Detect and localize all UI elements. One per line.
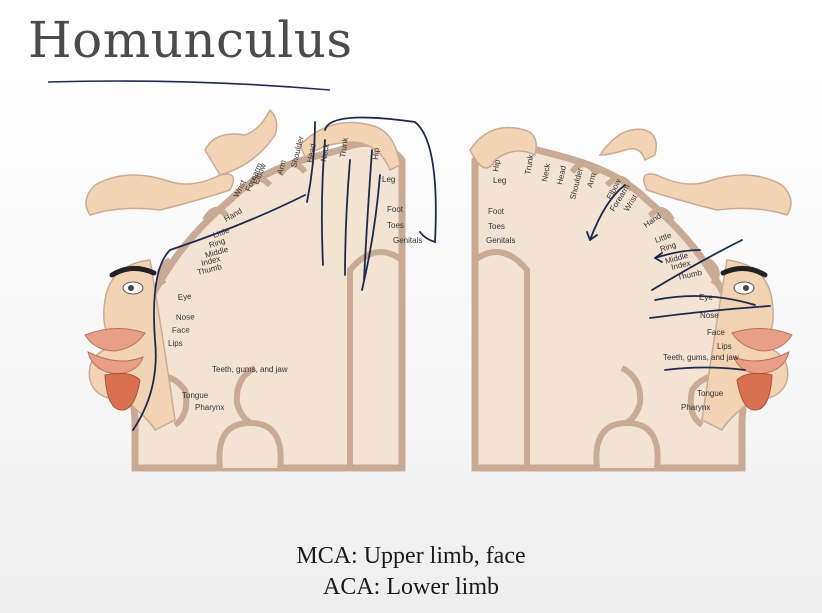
ink-right-line-3 — [664, 366, 746, 371]
ink-left-territory-loop — [324, 116, 437, 244]
left-lower-lobe — [216, 419, 284, 469]
right-label-face: Face — [707, 328, 725, 337]
right-lower-lobe — [593, 419, 661, 469]
left-hemisphere: Hip Trunk Neck Head Shoulder Arm Elbow F… — [84, 108, 422, 472]
right-label-teeth: Teeth, gums, and jaw — [663, 353, 739, 362]
right-label-arm: Arm — [585, 172, 598, 189]
ink-left-vertical-4 — [363, 149, 373, 281]
right-label-eye: Eye — [699, 293, 713, 302]
right-label-genitals: Genitals — [486, 236, 515, 245]
slide-title: Homunculus — [28, 11, 353, 69]
right-label-hip: Hip — [491, 158, 502, 172]
left-label-pharynx: Pharynx — [195, 403, 224, 412]
ink-left-vertical-3 — [344, 159, 351, 276]
right-tongue — [736, 372, 773, 411]
ink-right-line-2 — [649, 305, 771, 319]
left-label-face: Face — [172, 325, 191, 335]
left-label-tongue: Tongue — [182, 391, 209, 400]
left-label-trunk: Trunk — [338, 136, 350, 158]
ink-right-line-1 — [654, 295, 756, 306]
ink-right-arrow-1 — [586, 184, 626, 241]
left-eyebrow — [109, 266, 157, 278]
right-label-tongue: Tongue — [697, 389, 724, 398]
left-tongue — [104, 372, 141, 411]
left-label-genitals: Genitals — [393, 236, 422, 245]
left-lips — [84, 328, 146, 375]
ink-right-arrow-3 — [654, 249, 701, 263]
left-pupil — [128, 285, 134, 291]
left-label-leg: Leg — [382, 175, 395, 184]
left-label-arm: Arm — [275, 159, 288, 176]
left-label-teeth: Teeth, gums, and jaw — [212, 365, 288, 374]
ink-left-vertical-1 — [306, 121, 316, 203]
ink-left-vertical-5 — [361, 174, 381, 291]
left-label-foot: Foot — [387, 205, 404, 214]
right-label-nose: Nose — [700, 311, 719, 320]
left-label-toes: Toes — [387, 221, 404, 230]
left-label-hip: Hip — [371, 147, 381, 160]
left-label-eye: Eye — [177, 292, 192, 302]
right-label-lips: Lips — [717, 342, 732, 351]
ink-annotations — [132, 116, 771, 431]
right-hemisphere: Hip Leg Trunk Neck Head Shoulder Arm Elb… — [469, 126, 793, 472]
ink-left-mca-line — [132, 194, 306, 431]
left-label-lips: Lips — [168, 339, 183, 348]
right-medial-lobe — [473, 249, 530, 468]
left-brain-gyri — [129, 161, 308, 384]
right-leg-drawing — [598, 128, 657, 162]
ink-left-vertical-2 — [320, 139, 326, 266]
caption-aca: ACA: Lower limb — [323, 574, 499, 600]
caption-mca: MCA: Upper limb, face — [296, 543, 526, 569]
right-label-toes: Toes — [488, 222, 505, 231]
right-toe-drawing — [469, 126, 537, 169]
right-pupil — [743, 285, 749, 291]
right-label-foot: Foot — [488, 207, 505, 216]
right-label-pharynx: Pharynx — [681, 403, 710, 412]
left-toe-drawing — [204, 108, 278, 176]
left-label-nose: Nose — [176, 312, 196, 322]
right-label-neck: Neck — [540, 162, 552, 182]
right-eyebrow — [720, 266, 768, 278]
ink-right-arrow-2 — [651, 239, 743, 291]
right-label-trunk: Trunk — [523, 153, 536, 175]
right-brain-gyri — [569, 161, 748, 384]
right-lips — [731, 328, 793, 375]
title-underline — [47, 80, 331, 91]
left-label-neck: Neck — [319, 142, 331, 162]
left-medial-lobe — [347, 249, 404, 468]
right-label-head: Head — [555, 165, 568, 186]
right-label-leg: Leg — [493, 176, 506, 185]
right-hand-drawing — [642, 173, 792, 216]
left-leg-drawing — [299, 121, 401, 172]
